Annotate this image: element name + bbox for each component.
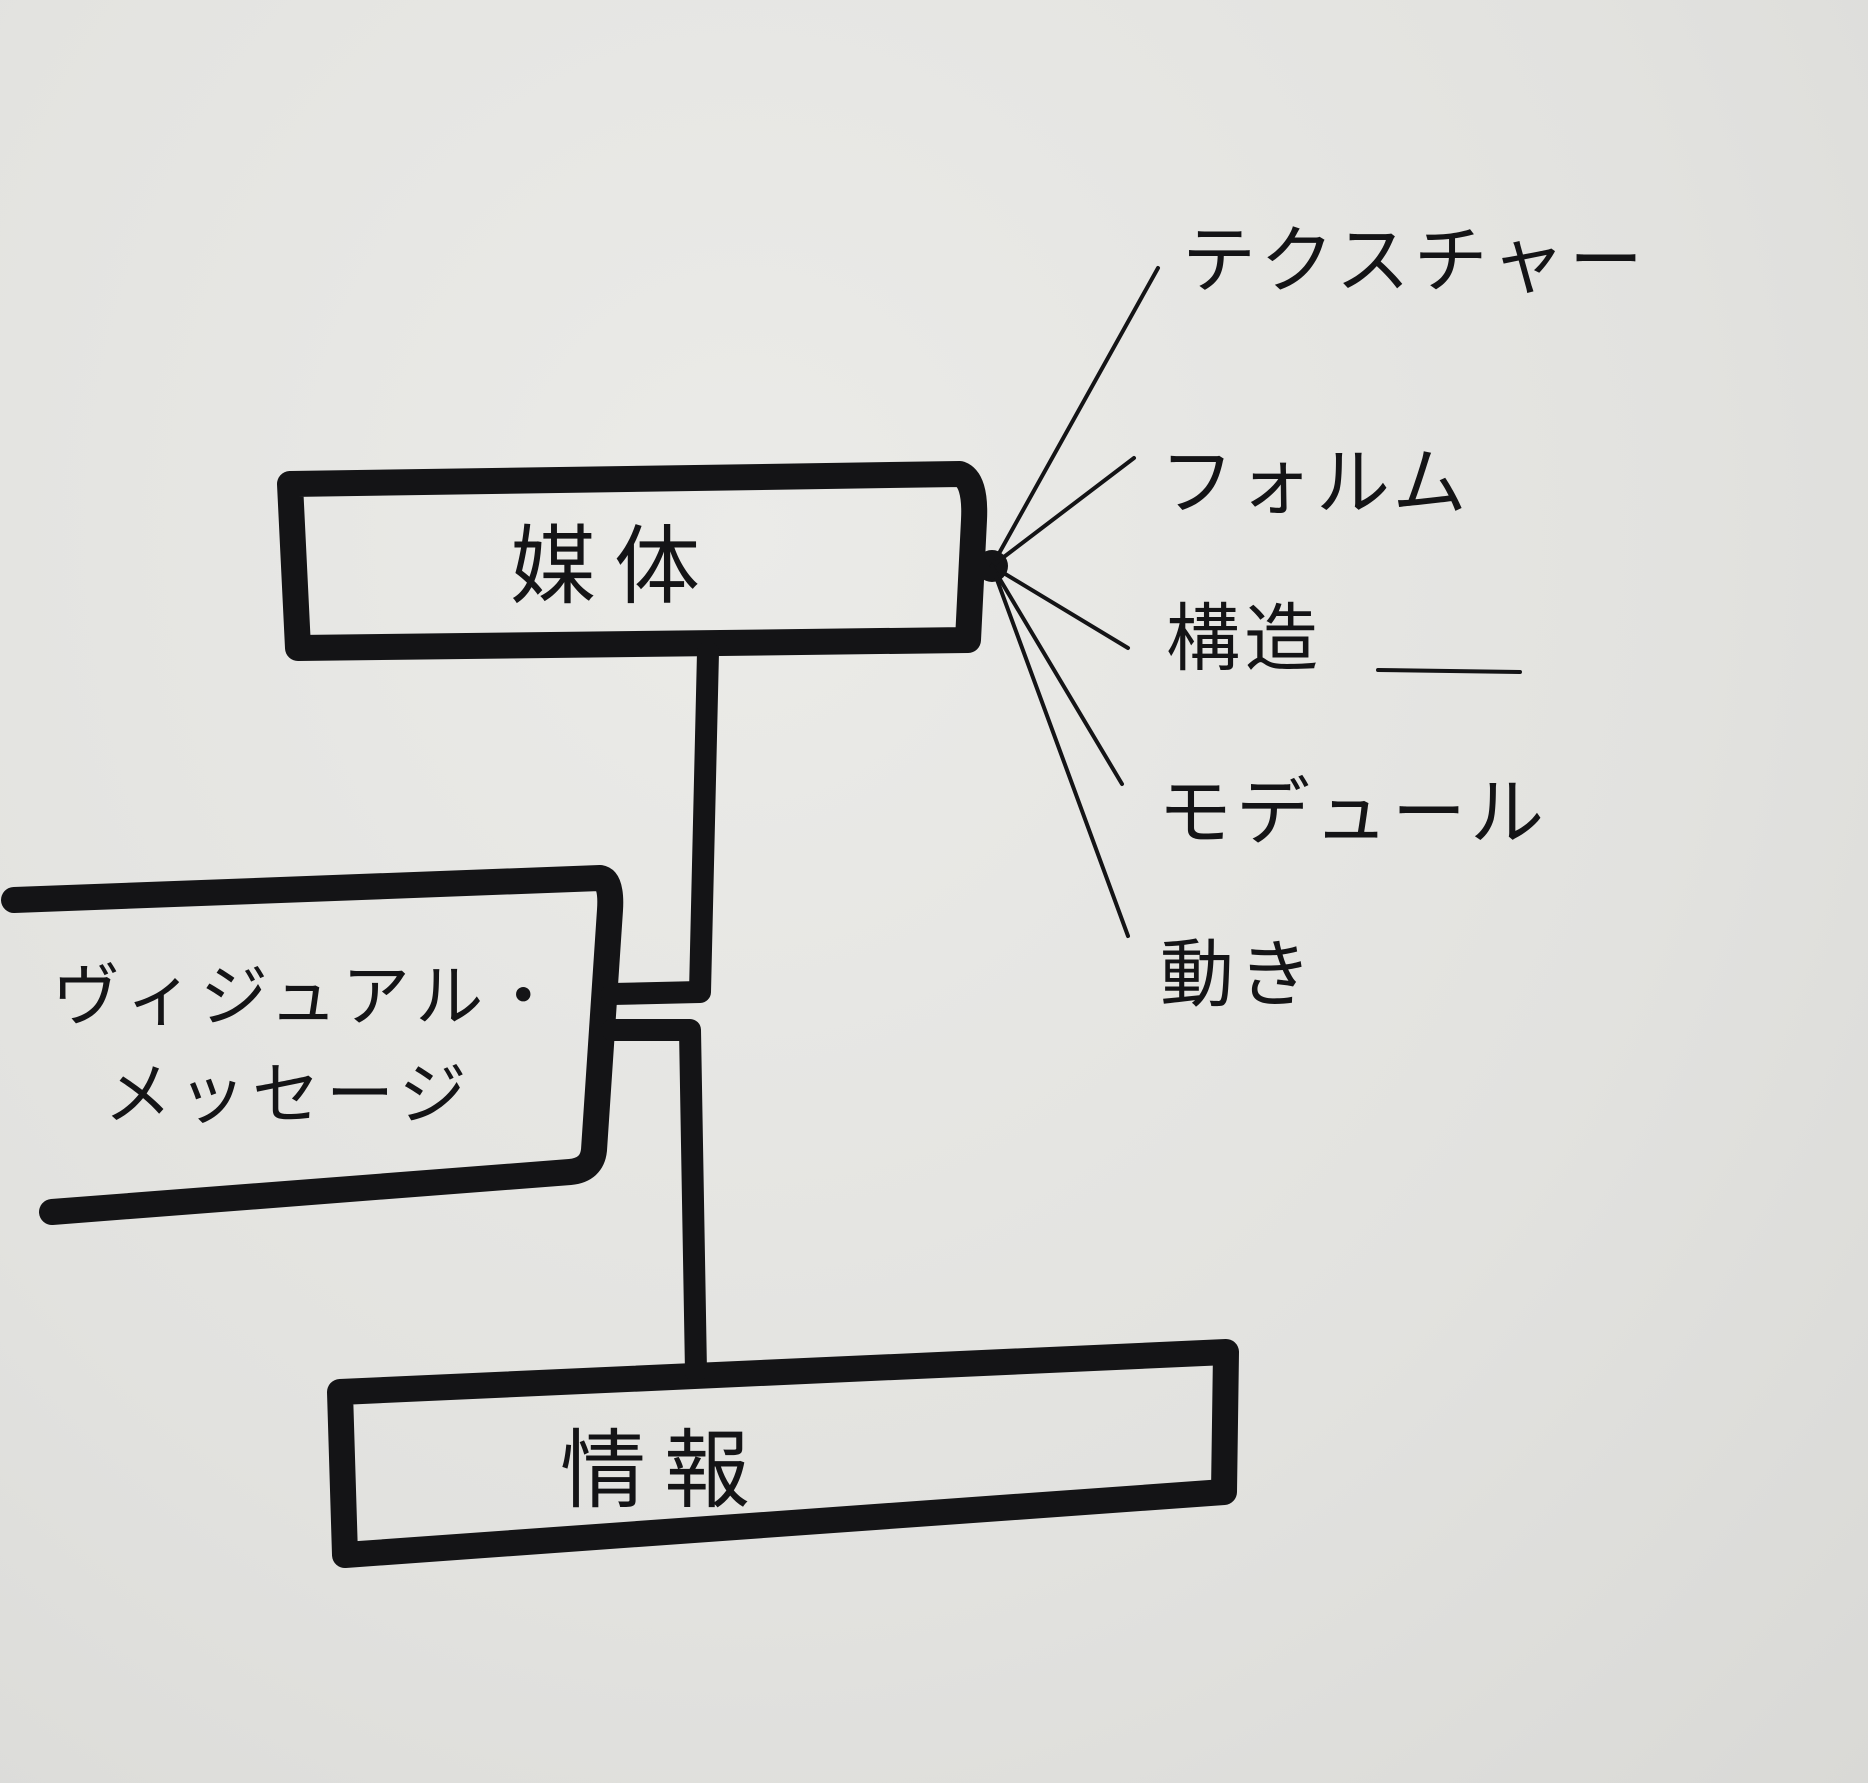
ray-module (990, 564, 1124, 786)
ray-movement (990, 564, 1130, 938)
attribute-structure-label: 構造 (1166, 596, 1322, 682)
attribute-module-label: モデュール (1158, 770, 1548, 856)
medium-label: 媒体 (510, 517, 718, 617)
attribute-form-label: フォルム (1160, 440, 1471, 526)
ray-structure (990, 564, 1130, 650)
attribute-texture-label: テクスチャー (1182, 218, 1647, 304)
medium-box (277, 461, 988, 661)
ray-form (990, 456, 1136, 568)
visual-message-box (1, 865, 624, 1225)
information-box (327, 1339, 1239, 1568)
trunk-lower (601, 1019, 707, 1383)
structure-underline (1376, 668, 1522, 674)
attribute-movement-label: 動き (1160, 932, 1316, 1018)
trunk-upper (601, 641, 719, 1005)
visual-message-label-line1: ヴィジュアル・ (52, 958, 563, 1037)
ray-texture (990, 266, 1160, 568)
visual-message-label-line2: メッセージ (104, 1056, 473, 1135)
information-label: 情報 (560, 1421, 768, 1521)
